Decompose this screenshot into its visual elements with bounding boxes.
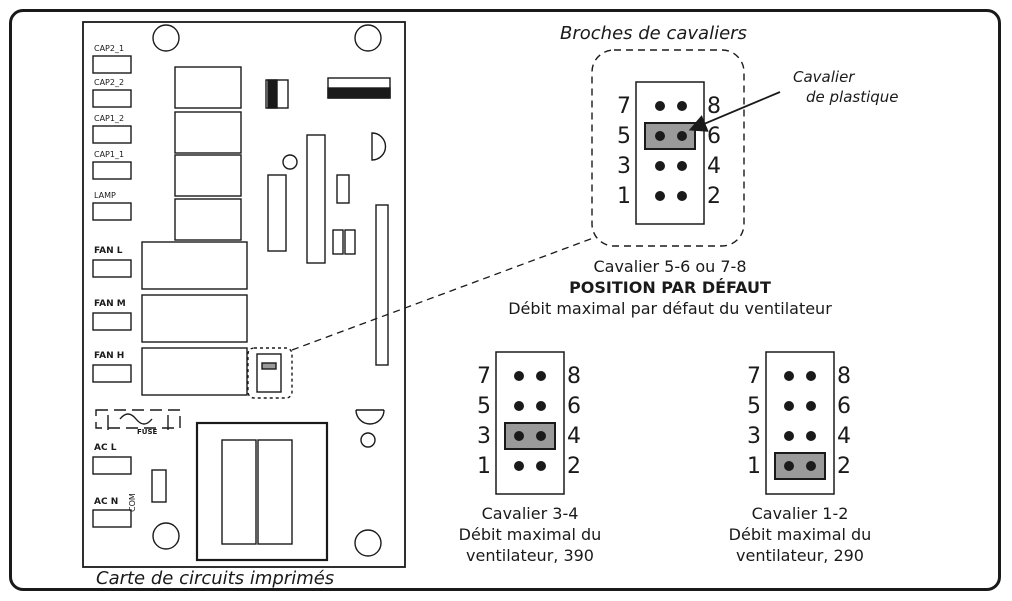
default-caption-3: Débit maximal par défaut du ventilateur: [508, 299, 832, 318]
mounting-hole: [354, 529, 382, 557]
pin-label: 1: [747, 454, 761, 479]
pin-label: 1: [477, 454, 491, 479]
circuit-board: [82, 21, 406, 568]
pin-label: 2: [567, 454, 581, 479]
pin-label: 6: [837, 394, 851, 419]
pin-label: 4: [707, 154, 721, 179]
label-cap2-2: CAP2_2: [94, 78, 125, 87]
pin-label: 3: [747, 424, 761, 449]
pin-label: 4: [837, 424, 851, 449]
block-1-2-caption-2: Débit maximal du: [728, 525, 872, 544]
label-ac-l: AC L: [94, 443, 117, 453]
default-caption-1: Cavalier 5-6 ou 7-8: [593, 257, 747, 276]
label-cap1-1: CAP1_1: [94, 150, 125, 159]
zoom-link-line: [291, 236, 597, 351]
pin-label: 5: [617, 124, 631, 149]
pin-label: 7: [747, 364, 761, 389]
label-cap2-1: CAP2_1: [94, 44, 125, 53]
label-fan-m: FAN M: [94, 299, 126, 309]
diagram-frame: [9, 9, 1001, 591]
label-fan-l: FAN L: [94, 246, 123, 256]
mounting-hole: [354, 24, 382, 52]
callout-line-1: Cavalier: [793, 68, 855, 86]
block-1-2-caption-1: Cavalier 1-2: [751, 504, 849, 523]
block-1-2-caption-3: ventilateur, 290: [736, 546, 864, 565]
pin-label: 8: [707, 94, 721, 119]
pin-label: 5: [477, 394, 491, 419]
pcb-caption: Carte de circuits imprimés: [96, 568, 335, 589]
label-ac-n: AC N: [94, 497, 119, 507]
pin-label: 2: [837, 454, 851, 479]
pin-label: 6: [567, 394, 581, 419]
pin-label: 2: [707, 184, 721, 209]
jumper-pins-title: Broches de cavaliers: [560, 23, 747, 44]
block-3-4-caption-2: Débit maximal du: [458, 525, 602, 544]
plastic-jumper: [774, 452, 826, 480]
label-com: COM: [128, 493, 137, 512]
pin-label: 4: [567, 424, 581, 449]
mounting-hole: [152, 522, 180, 550]
pin-label: 7: [477, 364, 491, 389]
callout-line-2: de plastique: [806, 88, 899, 106]
block-3-4-caption-3: ventilateur, 390: [466, 546, 594, 565]
pin-label: 3: [617, 154, 631, 179]
pin-label: 7: [617, 94, 631, 119]
block-3-4-caption-1: Cavalier 3-4: [481, 504, 579, 523]
label-cap1-2: CAP1_2: [94, 114, 125, 123]
label-lamp: LAMP: [94, 191, 116, 200]
plastic-jumper: [644, 122, 696, 150]
jumper-block-3-4: [495, 351, 565, 495]
jumper-block-1-2: [765, 351, 835, 495]
label-fuse: FUSE: [137, 428, 158, 436]
callout-arrow: [688, 91, 781, 132]
default-jumper-block: [635, 81, 705, 225]
pin-label: 8: [567, 364, 581, 389]
plastic-jumper: [504, 422, 556, 450]
mounting-hole: [152, 24, 180, 52]
pin-label: 1: [617, 184, 631, 209]
pin-label: 3: [477, 424, 491, 449]
pin-label: 6: [707, 124, 721, 149]
pin-label: 8: [837, 364, 851, 389]
mounting-hole: [360, 432, 376, 448]
zoom-region: [591, 49, 745, 247]
label-fan-h: FAN H: [94, 351, 125, 361]
default-caption-2: POSITION PAR DÉFAUT: [569, 278, 771, 297]
pin-label: 5: [747, 394, 761, 419]
